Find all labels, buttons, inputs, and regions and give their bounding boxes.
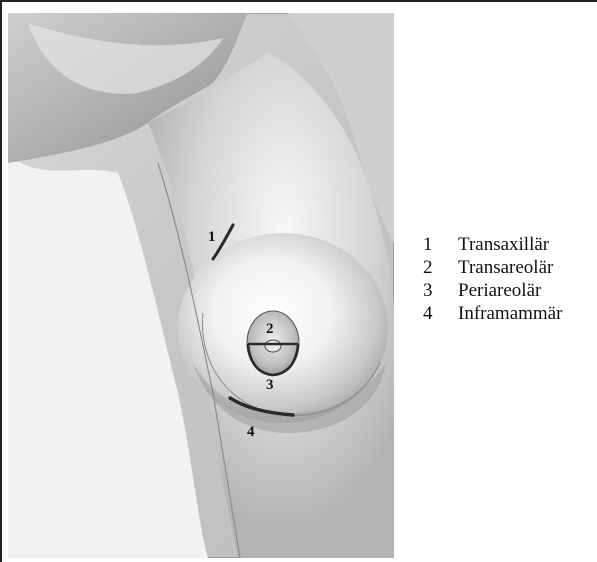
legend-item: 2 Transareolär bbox=[423, 256, 597, 279]
marker-4: 4 bbox=[247, 424, 255, 440]
nipple bbox=[265, 340, 281, 352]
legend-number: 1 bbox=[423, 234, 458, 256]
incision-legend: 1 Transaxillär 2 Transareolär 3 Periareo… bbox=[423, 233, 597, 325]
legend-label: Inframammär bbox=[458, 303, 562, 325]
legend-label: Transareolär bbox=[458, 257, 553, 279]
legend-item: 4 Inframammär bbox=[423, 302, 597, 325]
marker-2: 2 bbox=[266, 321, 274, 337]
legend-number: 4 bbox=[423, 303, 458, 325]
legend-item: 3 Periareolär bbox=[423, 279, 597, 302]
legend-number: 2 bbox=[423, 257, 458, 279]
legend-label: Transaxillär bbox=[458, 234, 549, 256]
legend-label: Periareolär bbox=[458, 280, 541, 302]
anatomy-illustration: 1 2 3 4 bbox=[8, 13, 394, 558]
legend-item: 1 Transaxillär bbox=[423, 233, 597, 256]
marker-3: 3 bbox=[266, 377, 274, 393]
marker-1: 1 bbox=[208, 229, 216, 245]
legend-number: 3 bbox=[423, 280, 458, 302]
